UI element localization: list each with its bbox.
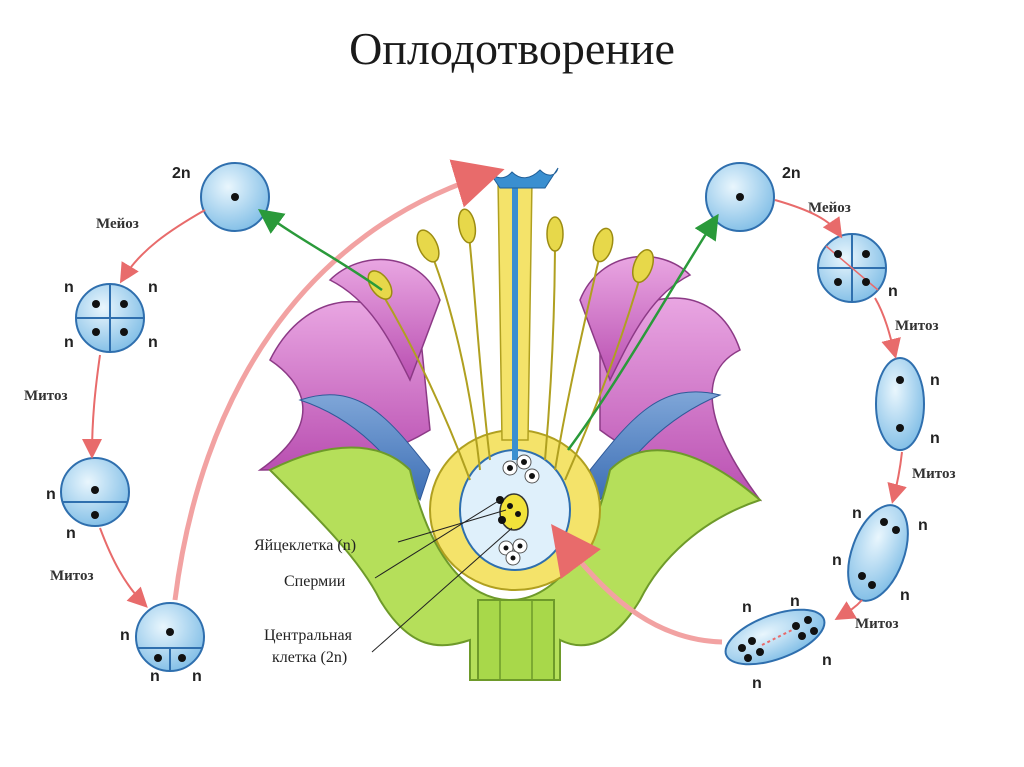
anther <box>590 226 616 264</box>
anther <box>413 227 444 265</box>
antipodal-nucleus <box>518 544 523 549</box>
ploidy-label-n: n <box>148 279 158 296</box>
ploidy-label-n: n <box>752 675 762 692</box>
nucleus <box>880 518 888 526</box>
ploidy-label-n: n <box>192 668 202 685</box>
nucleus <box>756 648 764 656</box>
nucleus <box>92 328 100 336</box>
nucleus <box>868 581 876 589</box>
mitosis-label: Митоз <box>895 318 939 334</box>
ploidy-label-n: n <box>64 279 74 296</box>
ploidy-label-n: n <box>900 587 910 604</box>
eight-nucleate-cell <box>719 599 832 676</box>
nucleus <box>862 250 870 258</box>
mitosis-label: Митоз <box>912 466 956 482</box>
nucleus <box>892 526 900 534</box>
synergid-nucleus <box>521 459 527 465</box>
mitosis-label: Митоз <box>855 616 899 632</box>
ploidy-label-n: n <box>120 627 130 644</box>
stamen-filament <box>545 235 555 460</box>
nucleus <box>896 376 904 384</box>
mitosis-arrow <box>92 355 100 455</box>
nucleus <box>862 278 870 286</box>
ploidy-label-n: n <box>822 652 832 669</box>
synergid-nucleus <box>507 465 513 471</box>
nucleus <box>91 511 99 519</box>
ploidy-label-n: n <box>918 517 928 534</box>
ploidy-label-n: n <box>742 599 752 616</box>
nucleus <box>834 250 842 258</box>
nucleus <box>92 300 100 308</box>
anther <box>547 217 563 251</box>
ploidy-label-2n: 2n <box>172 165 191 182</box>
nucleus <box>736 193 744 201</box>
megaspore-cell <box>876 358 924 450</box>
nucleus <box>896 424 904 432</box>
egg-cell <box>500 494 528 530</box>
central-cell-label-2: клетка (2n) <box>272 649 347 666</box>
meiosis-label: Мейоз <box>96 216 139 232</box>
egg-nucleus <box>515 511 521 517</box>
pollen-tube <box>512 180 518 460</box>
ploidy-label-n: n <box>832 552 842 569</box>
central-cell-label-1: Центральная <box>264 627 353 644</box>
synergid-nucleus <box>529 473 535 479</box>
ploidy-label-n: n <box>150 668 160 685</box>
flower <box>260 168 760 680</box>
nucleus <box>792 622 800 630</box>
antipodal-nucleus <box>504 546 509 551</box>
nucleus <box>738 644 746 652</box>
nucleus <box>166 628 174 636</box>
ploidy-label-n: n <box>930 430 940 447</box>
ploidy-label-n: n <box>852 505 862 522</box>
nucleus <box>804 616 812 624</box>
sperm-label: Спермии <box>284 573 346 590</box>
ploidy-label-n: n <box>930 372 940 389</box>
nucleus <box>834 278 842 286</box>
mitosis-arrow <box>875 298 895 355</box>
nucleus <box>154 654 162 662</box>
egg-nucleus <box>507 503 513 509</box>
egg-cell-label: Яйцеклетка (n) <box>254 537 356 554</box>
mitosis-label: Митоз <box>50 568 94 584</box>
mitosis-label: Митоз <box>24 388 68 404</box>
mitosis-arrow <box>100 528 145 605</box>
ploidy-label-n: n <box>888 283 898 300</box>
nucleus <box>120 300 128 308</box>
anther <box>456 208 478 244</box>
mitosis-arrow <box>893 452 902 500</box>
nucleus <box>810 627 818 635</box>
ploidy-label-n: n <box>64 334 74 351</box>
nucleus <box>744 654 752 662</box>
flower-stalk <box>478 600 554 680</box>
ploidy-label-n: n <box>790 593 800 610</box>
ploidy-label-n: n <box>66 525 76 542</box>
ploidy-label-2n: 2n <box>782 165 801 182</box>
ploidy-label-n: n <box>148 334 158 351</box>
stamen-filament <box>468 225 490 460</box>
nucleus <box>178 654 186 662</box>
anther-to-cell-arrow <box>262 212 382 290</box>
nucleus <box>91 486 99 494</box>
nucleus <box>748 637 756 645</box>
nucleus <box>231 193 239 201</box>
antipodal-nucleus <box>511 556 516 561</box>
nucleus <box>858 572 866 580</box>
nucleus <box>798 632 806 640</box>
ploidy-label-n: n <box>46 486 56 503</box>
stigma <box>488 168 558 188</box>
nucleus <box>120 328 128 336</box>
sperm-cell <box>498 516 506 524</box>
